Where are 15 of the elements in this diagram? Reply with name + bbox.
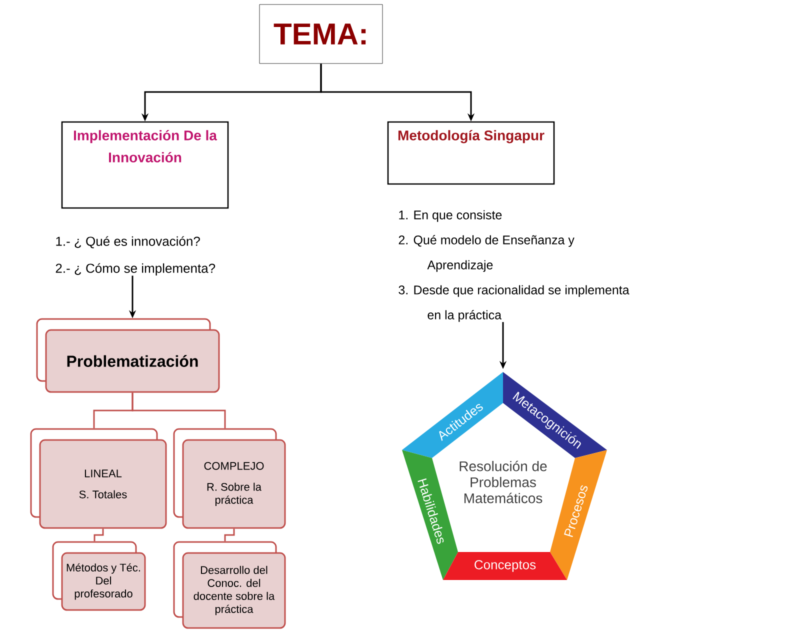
card-box: COMPLEJO R. Sobre la práctica (173, 428, 286, 529)
center-label: Resolución de Problemas Matemáticos (460, 460, 547, 504)
connector (224, 528, 235, 542)
pentagon-segment: Conceptos (443, 552, 567, 580)
connector (132, 392, 226, 428)
connector (94, 528, 104, 542)
title-box: TEMA: (259, 4, 383, 64)
question-list: 1.- ¿ Qué es innovación? 2.- ¿ Cómo se implementa? (56, 236, 216, 276)
topic-box: Implementación De la Innovación (61, 121, 229, 209)
card-box: LINEAL S. Totales (30, 428, 167, 529)
card-box: Desarrollo del Conoc. del docente sobre la práctica (173, 541, 286, 629)
card-box: Problematización (36, 318, 220, 393)
topic-box: Metodología Singapur (387, 121, 555, 185)
card-box: Métodos y Téc. Del profesorado (52, 541, 146, 611)
numbered-list: 1. En que consiste 2. Qué modelo de Enseñanza y Aprendizaje 3. Desde que racionalidad se implementa en la práctica (398, 210, 630, 322)
